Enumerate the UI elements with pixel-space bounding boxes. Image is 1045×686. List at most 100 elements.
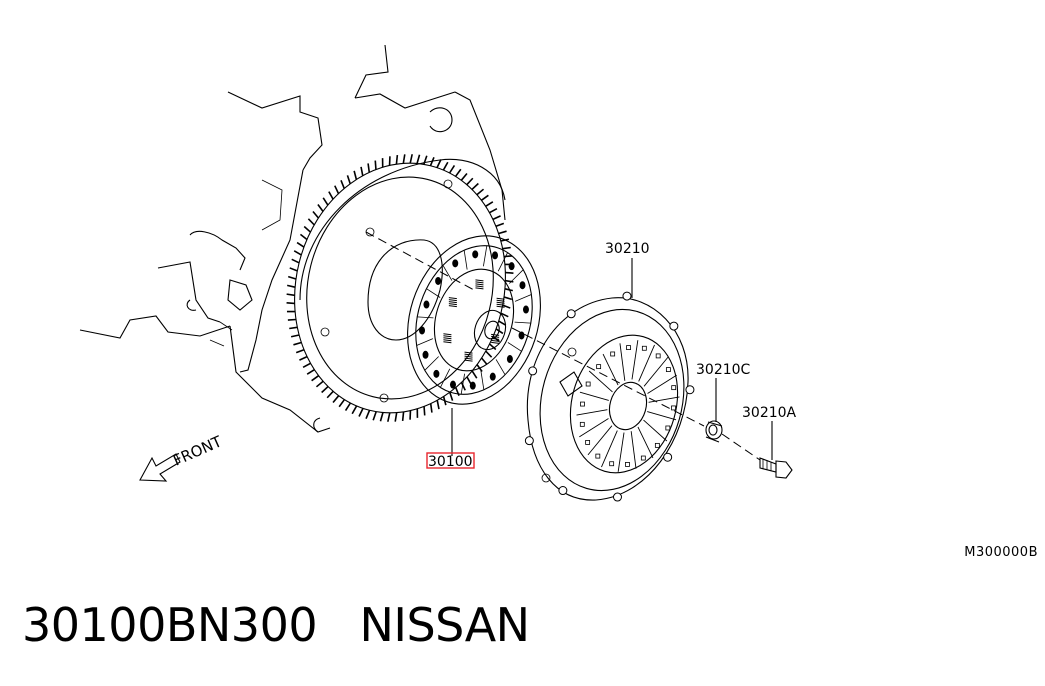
diaphragm-slot (625, 462, 630, 467)
diaphragm-slot (626, 345, 631, 350)
highlight-box (426, 452, 475, 469)
ring-gear-tooth (485, 201, 494, 208)
ring-gear-tooth (328, 191, 334, 200)
ring-gear-tooth (332, 395, 340, 404)
ring-gear-tooth (293, 250, 302, 256)
ring-gear-tooth (360, 166, 364, 176)
diaphragm-finger (647, 411, 677, 421)
friction-rivet (519, 281, 526, 290)
ring-gear-tooth (471, 370, 478, 379)
ring-gear-tooth (498, 230, 507, 235)
friction-rivet (449, 380, 456, 389)
ring-gear-tooth (289, 326, 298, 330)
spring-coil (443, 337, 452, 340)
ring-gear-tooth (358, 408, 364, 417)
ring-gear-tooth (334, 185, 340, 194)
ring-gear-tooth (448, 165, 456, 174)
ring-gear-tooth (480, 357, 488, 366)
ring-gear-tooth (436, 159, 442, 168)
cover-bolt-hole (558, 486, 568, 496)
friction-pad-divider (514, 321, 531, 324)
diaphragm-finger (647, 374, 677, 394)
ring-gear-tooth (485, 350, 493, 358)
diaphragm-slot (654, 442, 660, 448)
ring-gear-tooth (372, 411, 377, 421)
ring-gear-tooth (303, 225, 311, 233)
ring-gear-tooth (395, 154, 399, 165)
ring-gear-tooth (289, 267, 298, 272)
clutch-disc (407, 235, 541, 405)
friction-pad-divider (483, 245, 488, 267)
ring-gear-tooth (500, 312, 509, 318)
axis-line-disc-cover (511, 327, 705, 427)
diaphragm-finger (637, 426, 654, 459)
ring-gear-tooth (287, 318, 297, 321)
ring-gear-tooth (489, 343, 497, 351)
friction-rivet (452, 259, 459, 268)
brand-name: NISSAN (359, 598, 530, 652)
ring-gear-tooth (346, 175, 351, 185)
ring-gear-tooth (299, 233, 308, 241)
part-title: 30100BN300 NISSAN (22, 598, 530, 652)
callout-30210[interactable]: 30210 (605, 241, 650, 257)
damper-spring (448, 297, 457, 308)
friction-rivet (489, 372, 496, 381)
friction-pad-divider (497, 252, 508, 272)
diaphragm-finger (630, 431, 637, 469)
friction-pad-divider (509, 269, 524, 284)
front-arrow-icon (139, 453, 181, 482)
exploded-parts-diagram: 30100 30210 30210C 30210A FRONT (79, 44, 797, 502)
diaphragm-slot (595, 453, 601, 459)
ring-gear-tooth (302, 362, 311, 369)
front-direction-indicator: FRONT (139, 432, 225, 482)
diaphragm-slot (610, 351, 616, 357)
cover-bolt-30210A (759, 457, 793, 479)
cover-bolt-hole (669, 321, 679, 331)
diaphragm-slot (671, 385, 677, 391)
front-label: FRONT (170, 432, 225, 470)
diaphragm-finger (619, 343, 626, 381)
ring-gear-tooth (409, 154, 413, 164)
spring-coil (491, 341, 500, 344)
ring-gear-tooth (492, 215, 501, 221)
diaphragm-finger (643, 356, 669, 387)
friction-pad-divider (460, 373, 465, 395)
ring-gear-tooth (498, 320, 507, 326)
axis-line-flywheel-disc (365, 231, 475, 291)
diaphragm-finger (631, 340, 639, 380)
ring-gear-tooth (495, 222, 505, 228)
diaphragm-slot (609, 461, 615, 467)
diaphragm-slot (580, 401, 585, 407)
spring-coil (448, 303, 457, 306)
ring-gear-tooth (326, 390, 334, 399)
diaphragm-finger (579, 391, 609, 401)
diaphragm-slot (671, 405, 676, 411)
diaphragm-finger (617, 432, 625, 472)
diaphragm-finger (643, 419, 668, 442)
friction-rivet (423, 300, 430, 309)
diagram-reference-code: M300000B (964, 545, 1038, 560)
friction-rivet (419, 326, 426, 335)
cover-bolt-hole (524, 436, 534, 446)
ring-gear-tooth (299, 355, 308, 361)
diaphragm-slot (665, 425, 671, 431)
ring-gear-tooth (312, 210, 320, 219)
diaphragm-finger (576, 409, 608, 416)
diaphragm-slot (640, 455, 646, 461)
ring-gear-tooth (402, 154, 406, 164)
friction-rivet (506, 355, 513, 364)
cover-bolt-hole (685, 385, 695, 395)
callout-30210C[interactable]: 30210C (696, 362, 751, 378)
ring-gear-tooth (367, 163, 371, 173)
clutch-disc-friction-pads (416, 245, 532, 395)
diaphragm-slot (585, 440, 591, 445)
spring-coil (448, 297, 457, 300)
callout-30100[interactable]: 30100 (428, 454, 473, 470)
ring-gear-tooth (317, 204, 324, 212)
ring-gear-tooth (365, 409, 371, 419)
ring-gear-tooth (296, 241, 305, 248)
callout-30210A[interactable]: 30210A (742, 405, 797, 421)
ring-gear-tooth (429, 403, 433, 413)
diaphragm-slot (596, 364, 602, 370)
ring-gear-tooth (351, 405, 358, 415)
